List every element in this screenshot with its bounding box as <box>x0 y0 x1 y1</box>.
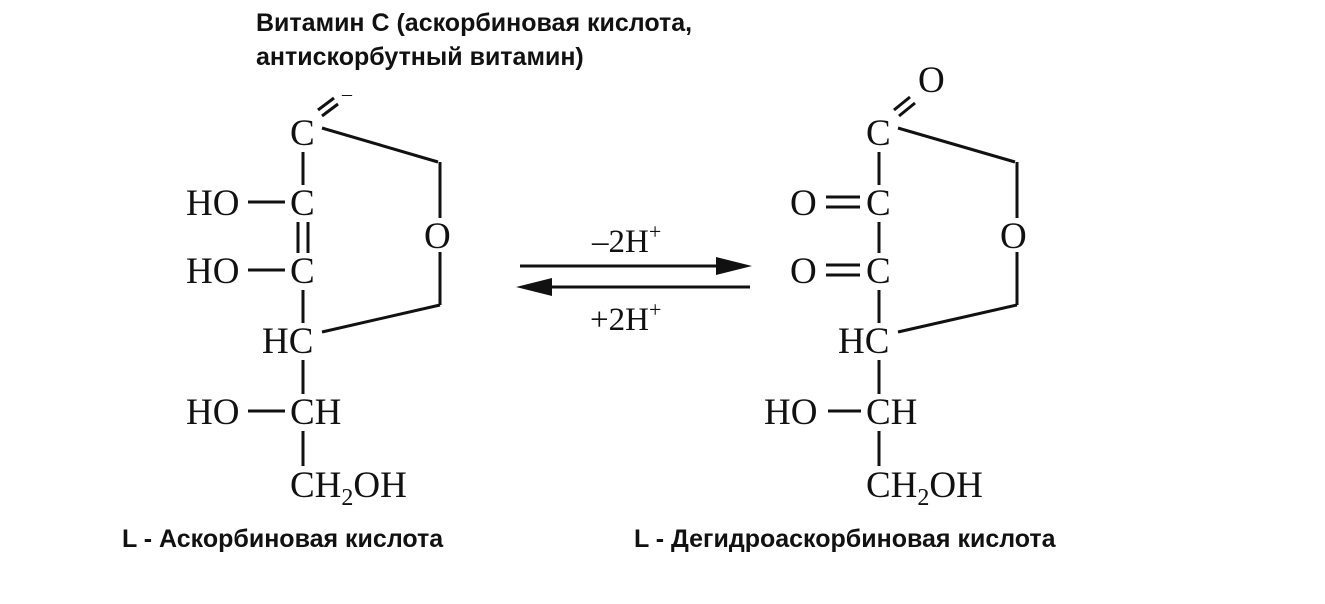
left-c4-ring-bond <box>321 303 441 334</box>
reaction-arrows: –2H+ +2H+ <box>516 219 752 338</box>
right-molecule-caption: L - Дегидроаскорбиновая кислота <box>634 525 1056 553</box>
right-o3-atom: O <box>790 251 817 292</box>
left-ring-oxygen: O <box>424 216 451 257</box>
diagram-title: Витамин С (аскорбиновая кислота, антиско… <box>256 6 692 74</box>
left-c3-atom: C <box>290 251 315 292</box>
left-ho2-group: HO <box>186 183 239 224</box>
right-c1-atom: C <box>866 113 891 154</box>
left-ch2oh-group: CH2OH <box>290 465 407 511</box>
left-c1-o-bond-b <box>321 102 339 118</box>
right-c1-o1-double-b <box>898 101 916 118</box>
left-carbonyl-mark: – <box>341 83 353 105</box>
right-ch2oh-group: CH2OH <box>866 465 983 511</box>
right-c1-ring-bond <box>897 126 1016 164</box>
right-o2-atom: O <box>790 183 817 224</box>
left-c1-o-bond-a <box>317 96 335 112</box>
right-c4-ring-bond <box>897 303 1018 334</box>
forward-arrowhead <box>716 257 752 275</box>
left-c5-atom: CH <box>290 392 341 433</box>
right-c5-atom: CH <box>866 392 917 433</box>
right-c1-o1-double-a <box>893 95 911 112</box>
right-ring-oxygen: O <box>1000 216 1027 257</box>
left-molecule-caption: L - Аскорбиновая кислота <box>122 525 444 553</box>
right-ho5-group: HO <box>764 392 817 433</box>
reverse-label: +2H+ <box>590 297 661 338</box>
left-ho3-group: HO <box>186 251 239 292</box>
left-ho5-group: HO <box>186 392 239 433</box>
left-c2-atom: C <box>290 183 315 224</box>
left-c1-ring-bond <box>321 126 439 164</box>
left-c1-atom: C <box>290 113 315 154</box>
reverse-arrowhead <box>516 278 552 296</box>
ascorbic-acid-structure: C – HO C HO C HC HO CH O CH2OH <box>186 83 451 511</box>
dehydroascorbic-acid-structure: O C O C O C HC HO CH O CH2OH <box>764 60 1027 511</box>
right-o1-atom: O <box>918 60 945 101</box>
right-c3-atom: C <box>866 251 891 292</box>
forward-label: –2H+ <box>591 219 661 260</box>
title-line-1: Витамин С (аскорбиновая кислота, <box>256 9 693 37</box>
title-line-2: антискорбутный витамин) <box>256 43 584 71</box>
right-c2-atom: C <box>866 183 891 224</box>
left-c4-atom: HC <box>262 321 313 362</box>
right-c4-atom: HC <box>838 321 889 362</box>
